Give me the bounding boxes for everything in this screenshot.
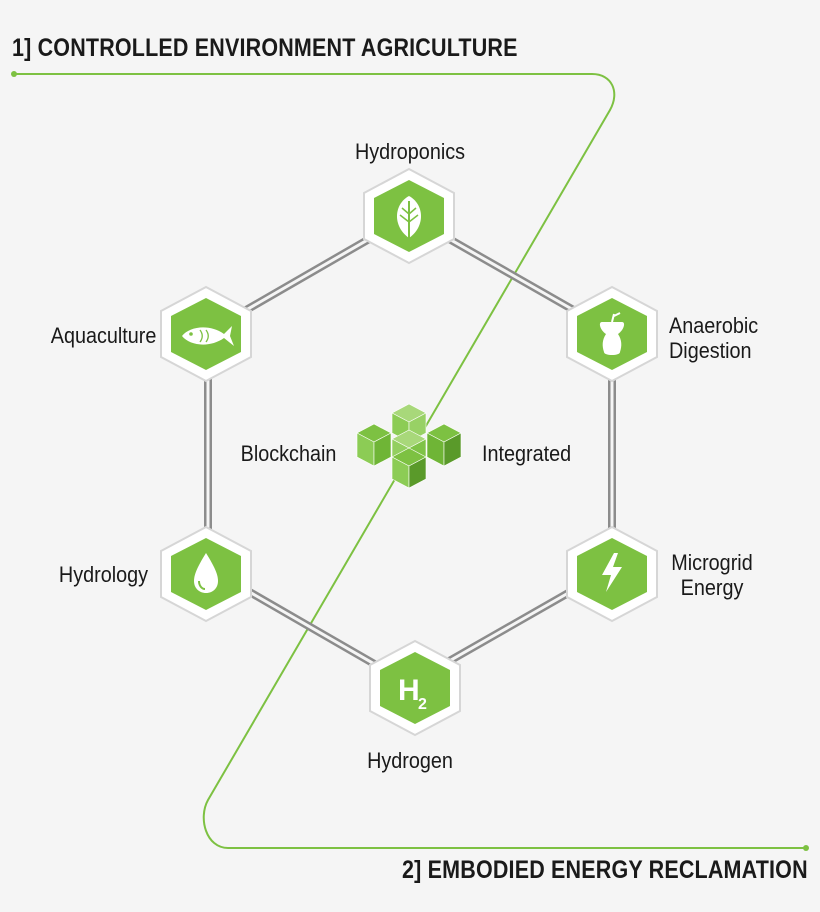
label-microgrid-energy: Microgrid Energy [656, 550, 768, 600]
node-hydrogen: H 2 [369, 639, 461, 737]
label-hydrology: Hydrology [58, 562, 148, 587]
fish-icon [182, 326, 234, 346]
h2-letter: H [398, 674, 420, 707]
connector-dot-start [11, 71, 17, 77]
heading-embodied-energy-reclamation: 2] EMBODIED ENERGY RECLAMATION [402, 856, 808, 884]
heading-controlled-environment-agriculture: 1] CONTROLLED ENVIRONMENT AGRICULTURE [12, 34, 518, 62]
label-aquaculture: Aquaculture [50, 323, 156, 348]
label-hydrogen: Hydrogen [367, 748, 453, 773]
h2-icon: H 2 [398, 674, 427, 713]
label-microgrid-line-1: Microgrid [671, 550, 753, 575]
stacked-blocks-icon [356, 403, 462, 489]
block-left [356, 423, 392, 467]
node-microgrid-energy [566, 525, 658, 623]
connector-path [14, 73, 806, 849]
label-anaerobic-line-2: Digestion [669, 338, 752, 363]
lightning-icon [602, 553, 622, 592]
label-integrated: Integrated [482, 441, 572, 466]
label-anaerobic-line-1: Anaerobic [669, 313, 759, 338]
apple-core-icon [599, 312, 625, 355]
block-right [426, 423, 462, 467]
connector-dot-end [803, 845, 809, 851]
block-front [391, 447, 427, 489]
node-anaerobic-digestion [566, 285, 658, 383]
label-hydroponics: Hydroponics [354, 139, 466, 164]
label-microgrid-line-2: Energy [680, 575, 744, 600]
node-aquaculture [160, 285, 252, 383]
h2-subscript: 2 [418, 696, 427, 713]
leaf-icon [396, 196, 422, 242]
label-blockchain: Blockchain [240, 441, 336, 466]
water-drop-icon [194, 553, 218, 593]
node-hydroponics [363, 167, 455, 265]
label-anaerobic-digestion: Anaerobic Digestion [669, 313, 758, 363]
node-hydrology [160, 525, 252, 623]
